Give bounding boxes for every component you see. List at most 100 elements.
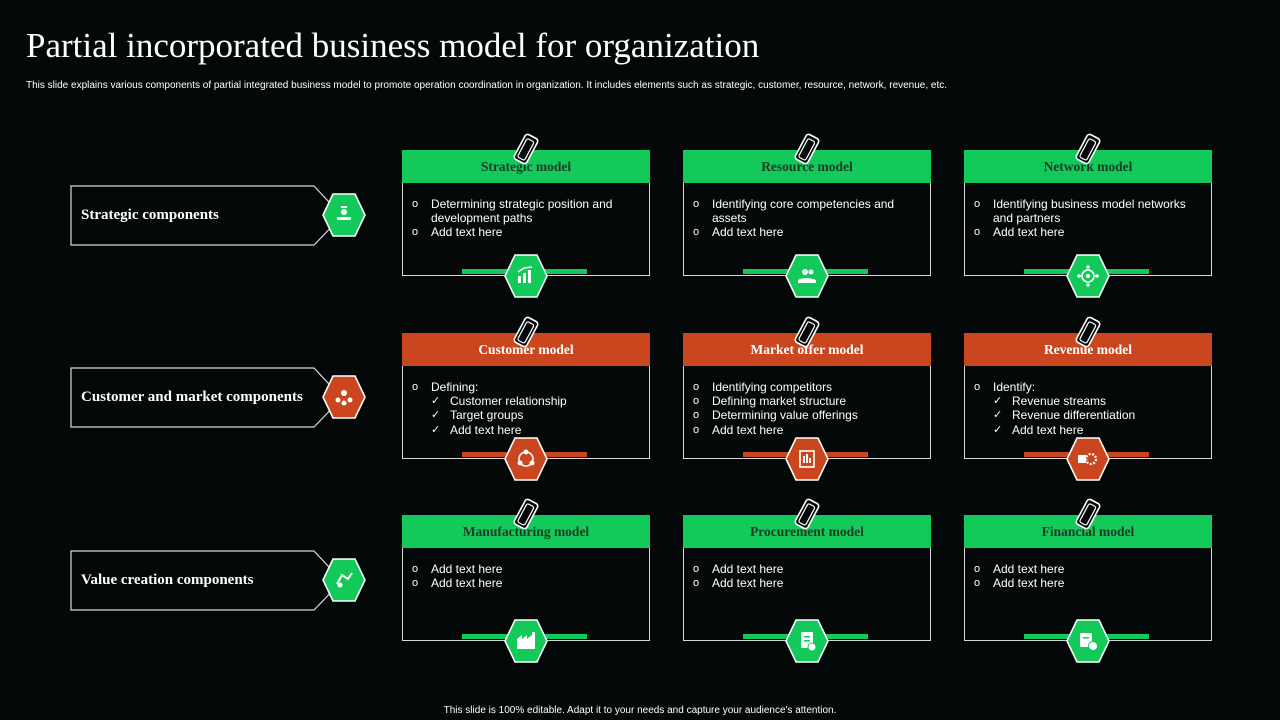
bullet-marker: o (412, 226, 419, 239)
bullet-marker: o (412, 198, 419, 210)
card-bullet-item: o Add text here (693, 225, 921, 239)
model-card: Customer model o Defining: ✓ Customer re… (402, 316, 650, 481)
card-bullet-item: o Identify: (974, 380, 1202, 394)
bullet-marker: o (974, 198, 981, 210)
page-subtitle: This slide explains various components o… (26, 80, 948, 91)
network-icon (1077, 265, 1099, 287)
bullet-text: Add text here (712, 562, 784, 576)
bullet-text: Add text here (431, 225, 503, 240)
bullet-marker: ✓ (993, 423, 1003, 436)
row-label-text: Value creation components (81, 572, 254, 588)
card-title: Network model (964, 150, 1212, 183)
bullet-marker: o (693, 423, 700, 436)
bullet-marker: o (974, 381, 981, 393)
model-card: Revenue model o Identify: ✓ Revenue stre… (964, 316, 1212, 481)
resource-hand-icon (798, 269, 816, 283)
row-label: Value creation components (70, 550, 368, 612)
financial-icon (1080, 633, 1098, 651)
row-hexagon (322, 375, 366, 424)
card-bullet-item: o Identifying business model networks an… (974, 197, 1202, 225)
bullet-marker: ✓ (431, 409, 441, 422)
paper-clip-icon (787, 494, 827, 539)
card-bullet-item: ✓ Add text here (974, 423, 1202, 437)
card-hexagon (785, 254, 829, 303)
model-card: Strategic model o Determining strategic … (402, 133, 650, 298)
row-hexagon (322, 193, 366, 242)
card-bullet-list: o Add text here o Add text here (974, 562, 1202, 590)
bullet-text: Defining: (431, 380, 479, 394)
card-bullet-item: o Determining strategic position and dev… (412, 197, 640, 225)
bullet-text: Add text here (431, 562, 503, 576)
row-label-text: Strategic components (81, 207, 219, 223)
bullet-marker: ✓ (431, 423, 441, 436)
bullet-text: Revenue differentiation (1012, 408, 1136, 423)
bullet-marker: o (693, 381, 700, 393)
card-hexagon (504, 437, 548, 486)
model-card: Procurement model o Add text here o Add … (683, 498, 931, 663)
card-bullet-item: o Defining: (412, 380, 640, 394)
bullet-text: Add text here (712, 225, 784, 240)
bullet-marker: o (974, 563, 981, 575)
bullet-marker: o (974, 577, 981, 590)
card-title: Manufacturing model (402, 515, 650, 548)
bullet-marker: o (693, 577, 700, 590)
bullet-text: Defining market structure (712, 394, 847, 409)
card-bullet-item: o Add text here (693, 423, 921, 437)
bullet-text: Identifying core competencies and assets (712, 197, 895, 226)
bullet-marker: o (974, 226, 981, 239)
model-card: Financial model o Add text here o Add te… (964, 498, 1212, 663)
card-bullet-list: o Identifying core competencies and asse… (693, 197, 921, 240)
paper-clip-icon (1068, 129, 1108, 174)
card-bullet-item: o Add text here (974, 562, 1202, 576)
card-bullet-item: o Add text here (412, 576, 640, 590)
row-label: Customer and market components (70, 367, 368, 429)
bullet-text: Target groups (450, 408, 524, 423)
strategy-icon (337, 206, 351, 220)
bullet-text: Identify: (993, 380, 1036, 394)
bullet-marker: ✓ (993, 409, 1003, 422)
bullet-text: Add text here (993, 225, 1065, 240)
paper-clip-icon (506, 129, 546, 174)
card-bullet-list: o Determining strategic position and dev… (412, 197, 640, 240)
card-bullet-item: ✓ Target groups (412, 408, 640, 422)
bullet-text: Add text here (712, 422, 784, 437)
bullet-text: Identifying competitors (712, 380, 833, 394)
growth-chart-icon (517, 266, 533, 283)
bullet-marker: o (412, 577, 419, 590)
card-bullet-item: o Add text here (412, 225, 640, 239)
bullet-marker: o (693, 563, 700, 575)
revenue-gear-icon (1078, 452, 1098, 466)
paper-clip-icon (506, 312, 546, 357)
card-bullet-item: o Defining market structure (693, 394, 921, 408)
card-bullet-item: o Identifying competitors (693, 380, 921, 394)
bullet-text: Customer relationship (450, 394, 567, 409)
row-hexagon (322, 558, 366, 607)
card-bullet-item: o Determining value offerings (693, 408, 921, 422)
card-bullet-item: o Add text here (693, 562, 921, 576)
row-label: Strategic components (70, 185, 368, 247)
row-label-text: Customer and market components (81, 389, 303, 405)
bullet-marker: o (693, 395, 700, 408)
card-bullet-list: o Defining: ✓ Customer relationship ✓ Ta… (412, 380, 640, 437)
card-hexagon (1066, 254, 1110, 303)
card-title: Resource model (683, 150, 931, 183)
card-hexagon (1066, 619, 1110, 668)
model-card: Market offer model o Identifying competi… (683, 316, 931, 481)
bullet-marker: ✓ (993, 395, 1003, 408)
model-card: Resource model o Identifying core compet… (683, 133, 931, 298)
procurement-doc-icon (801, 632, 817, 652)
card-hexagon (504, 254, 548, 303)
bullet-marker: o (412, 381, 419, 393)
customers-icon (335, 390, 353, 406)
card-bullet-item: o Add text here (693, 576, 921, 590)
bullet-text: Add text here (431, 576, 503, 591)
bullet-marker: ✓ (431, 395, 441, 408)
card-hexagon (504, 619, 548, 668)
value-creation-icon (336, 572, 353, 588)
bullet-marker: o (693, 409, 700, 422)
card-bullet-item: ✓ Customer relationship (412, 394, 640, 408)
card-bullet-item: ✓ Add text here (412, 423, 640, 437)
customer-cycle-icon (517, 449, 535, 467)
bullet-text: Add text here (993, 576, 1065, 591)
model-card: Network model o Identifying business mod… (964, 133, 1212, 298)
